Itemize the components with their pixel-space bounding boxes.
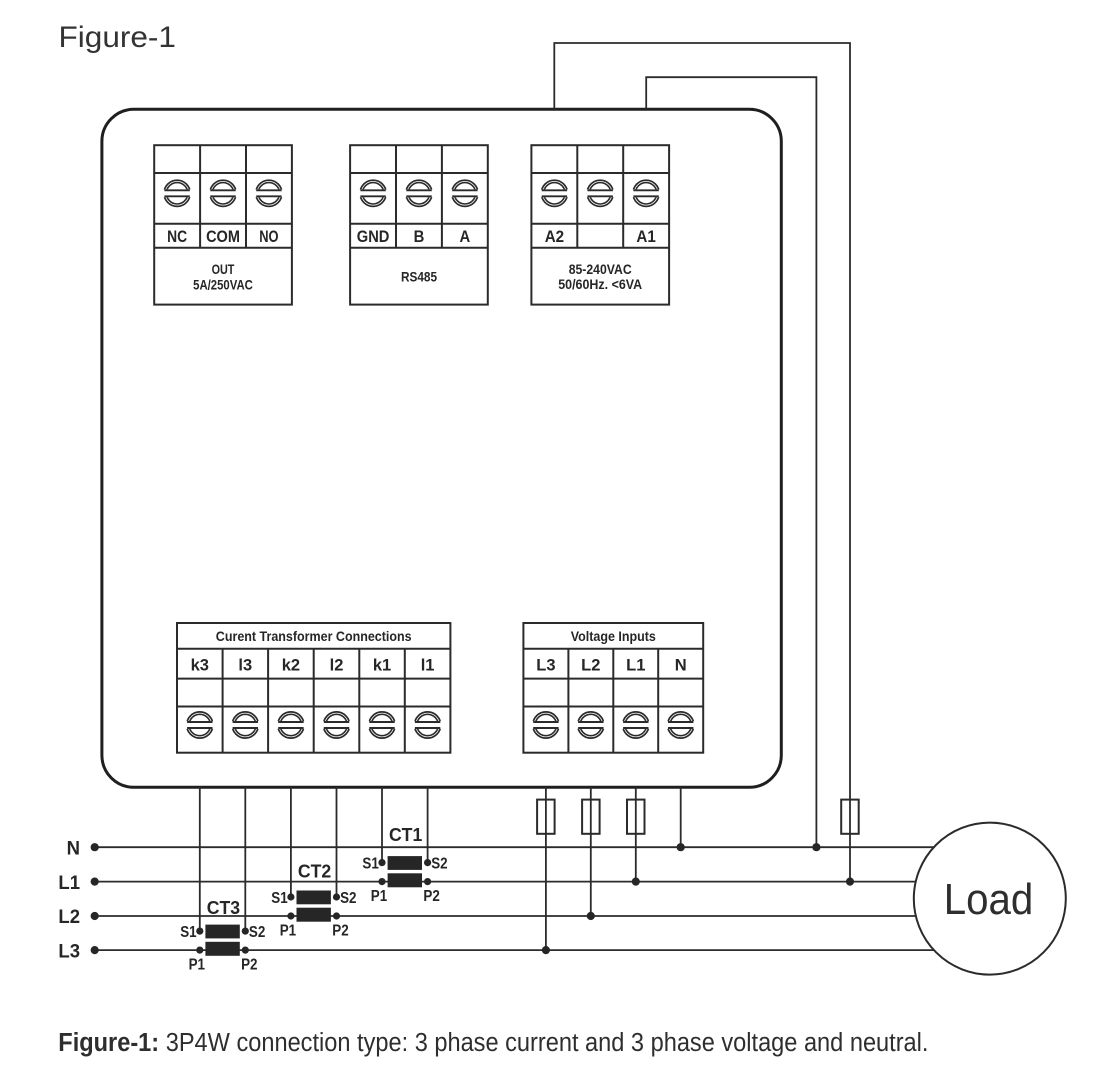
svg-text:Figure-1: Figure-1 [59, 21, 176, 54]
svg-text:CT3: CT3 [207, 898, 240, 918]
svg-text:A1: A1 [636, 228, 656, 246]
svg-text:OUT: OUT [212, 262, 235, 278]
svg-text:L1: L1 [58, 872, 80, 894]
svg-text:COM: COM [206, 228, 240, 246]
svg-text:l3: l3 [238, 657, 252, 675]
svg-text:85-240VAC: 85-240VAC [569, 261, 632, 277]
svg-text:L2: L2 [581, 657, 600, 675]
svg-text:S2: S2 [431, 856, 447, 873]
svg-text:N: N [67, 838, 80, 860]
svg-text:Figure-1: 3P4W connection type: Figure-1: 3P4W connection type: 3 phase … [58, 1029, 928, 1057]
svg-text:S2: S2 [340, 890, 356, 907]
svg-text:k1: k1 [373, 657, 391, 675]
svg-text:NC: NC [167, 228, 187, 246]
svg-text:CT1: CT1 [389, 825, 422, 845]
svg-text:5A/250VAC: 5A/250VAC [193, 276, 253, 293]
svg-text:P2: P2 [423, 888, 439, 905]
svg-text:k3: k3 [191, 657, 209, 675]
svg-text:A2: A2 [545, 228, 565, 246]
svg-text:P1: P1 [189, 957, 205, 974]
svg-text:S1: S1 [362, 856, 378, 873]
svg-text:N: N [675, 657, 687, 675]
svg-text:B: B [414, 228, 425, 246]
svg-text:Voltage Inputs: Voltage Inputs [571, 629, 656, 645]
svg-text:A: A [460, 228, 471, 246]
svg-text:P2: P2 [241, 957, 257, 974]
svg-text:L1: L1 [626, 657, 645, 675]
svg-text:50/60Hz. <6VA: 50/60Hz. <6VA [558, 276, 642, 292]
svg-text:RS485: RS485 [401, 269, 437, 285]
svg-text:S1: S1 [271, 890, 287, 907]
svg-text:L3: L3 [58, 941, 80, 963]
svg-text:L2: L2 [58, 907, 80, 929]
svg-text:k2: k2 [282, 657, 300, 675]
svg-text:Curent Transformer Connections: Curent Transformer Connections [216, 629, 412, 645]
svg-text:P1: P1 [280, 922, 296, 939]
svg-text:P2: P2 [332, 922, 348, 939]
svg-text:L3: L3 [536, 657, 555, 675]
svg-text:S1: S1 [180, 924, 196, 941]
svg-text:Load: Load [944, 874, 1034, 923]
svg-text:P1: P1 [371, 888, 387, 905]
svg-text:l2: l2 [330, 657, 344, 675]
svg-text:CT2: CT2 [298, 861, 331, 881]
svg-text:NO: NO [259, 229, 278, 247]
svg-text:l1: l1 [421, 657, 435, 675]
svg-text:S2: S2 [249, 924, 265, 941]
svg-text:GND: GND [357, 228, 390, 246]
